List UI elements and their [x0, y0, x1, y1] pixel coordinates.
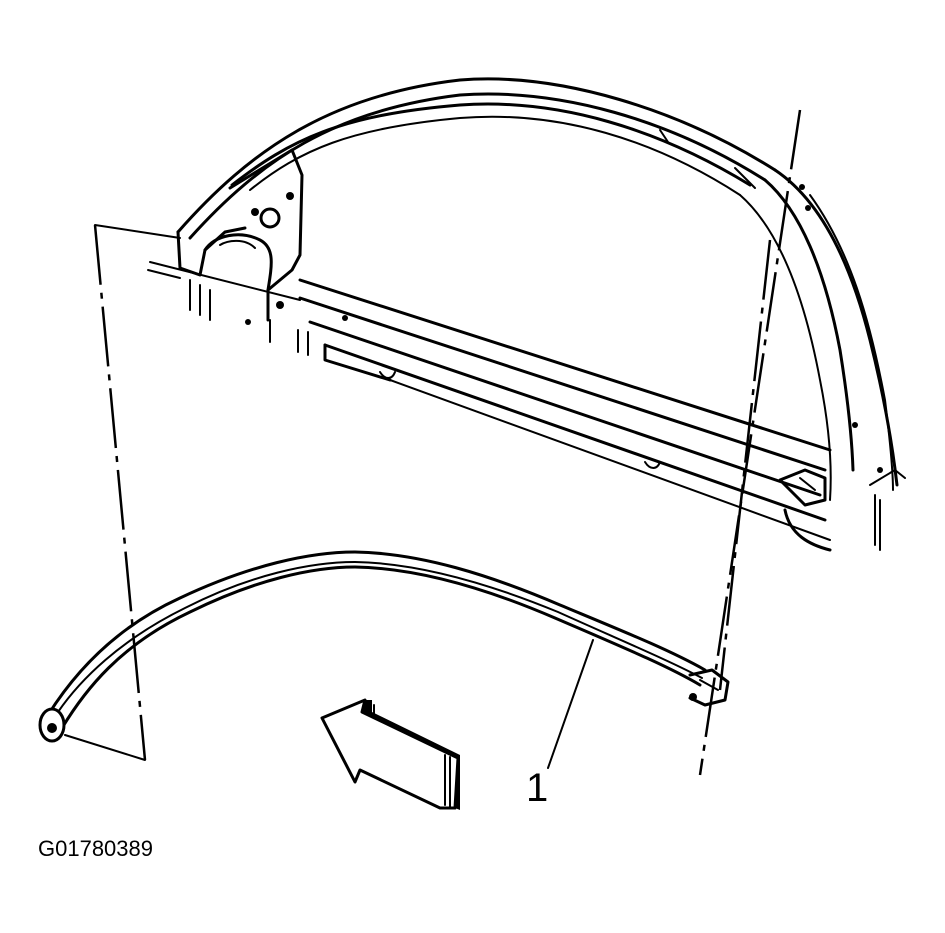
callout-leader-1	[547, 639, 594, 769]
figure-id-label: G01780389	[38, 836, 153, 861]
door-frame-upper-arch	[176, 77, 777, 240]
door-frame-belt-rail	[298, 278, 832, 552]
door-frame-front-bracket	[147, 148, 309, 356]
callout-number-1: 1	[526, 766, 549, 810]
reference-plane-left	[64, 224, 181, 761]
arrow-icon	[320, 698, 460, 810]
alignment-lines-right	[698, 109, 802, 776]
door-frame-molding	[38, 550, 730, 743]
door-frame-rear-pillar	[739, 168, 906, 551]
